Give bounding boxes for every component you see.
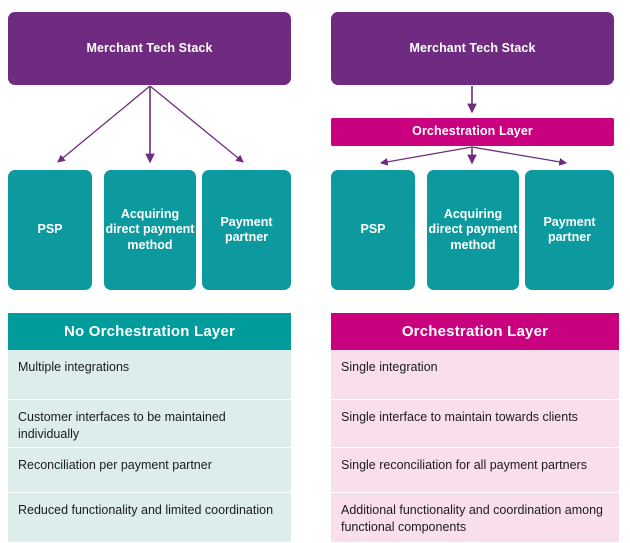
right-diagram: Merchant Tech Stack Orchestration Layer … bbox=[315, 0, 630, 300]
orchestration-layer-box[interactable]: Orchestration Layer bbox=[331, 118, 614, 146]
table-row: Reconciliation per payment partner bbox=[8, 448, 291, 493]
table-row: Single integration bbox=[331, 350, 619, 400]
orchestration-table: Orchestration Layer Single integration S… bbox=[331, 313, 619, 543]
table-row: Customer interfaces to be maintained ind… bbox=[8, 400, 291, 448]
left-merchant-tech-stack-box[interactable]: Merchant Tech Stack bbox=[8, 12, 291, 85]
no-orchestration-table-header: No Orchestration Layer bbox=[8, 313, 291, 350]
right-acquiring-direct-payment-method-box[interactable]: Acquiring direct payment method bbox=[427, 170, 519, 290]
table-row: Additional functionality and coordinatio… bbox=[331, 493, 619, 543]
table-row: Single reconciliation for all payment pa… bbox=[331, 448, 619, 493]
table-row: Multiple integrations bbox=[8, 350, 291, 400]
right-psp-box[interactable]: PSP bbox=[331, 170, 415, 290]
table-row: Single interface to maintain towards cli… bbox=[331, 400, 619, 448]
left-psp-box[interactable]: PSP bbox=[8, 170, 92, 290]
table-row: Reduced functionality and limited coordi… bbox=[8, 493, 291, 543]
left-payment-partner-box[interactable]: Payment partner bbox=[202, 170, 291, 290]
right-merchant-tech-stack-box[interactable]: Merchant Tech Stack bbox=[331, 12, 614, 85]
left-acquiring-direct-payment-method-box[interactable]: Acquiring direct payment method bbox=[104, 170, 196, 290]
right-payment-partner-box[interactable]: Payment partner bbox=[525, 170, 614, 290]
left-diagram: Merchant Tech Stack PSP Acquiring direct… bbox=[0, 0, 315, 300]
orchestration-table-header: Orchestration Layer bbox=[331, 313, 619, 350]
no-orchestration-table: No Orchestration Layer Multiple integrat… bbox=[8, 313, 291, 543]
